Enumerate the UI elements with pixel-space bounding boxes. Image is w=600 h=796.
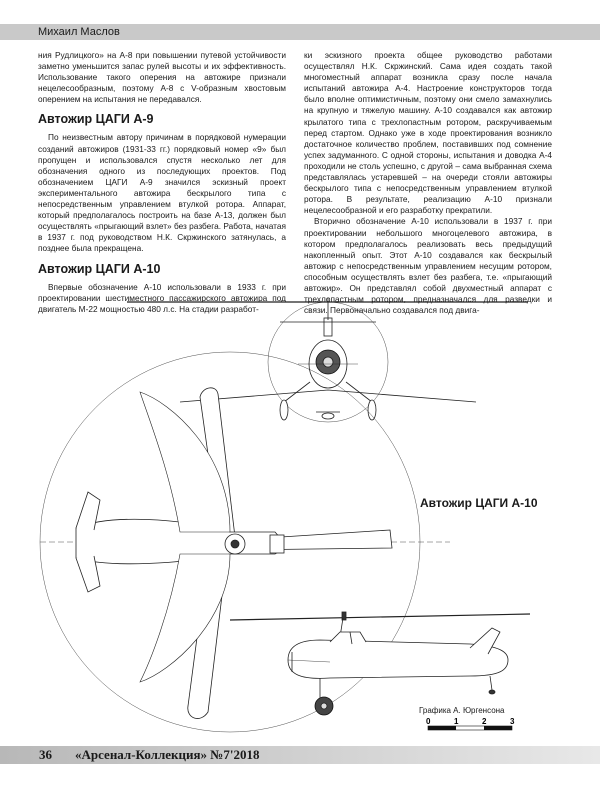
header-bar [0,24,600,40]
scale-label-0: 0 [426,717,431,726]
footer-bar [0,746,600,764]
scale-bar: 0 1 2 3 [426,717,515,731]
side-view [229,611,531,716]
author-name: Михаил Маслов [38,26,120,38]
front-view [127,298,528,423]
autogyro-technical-drawing [39,298,531,733]
magazine-title: «Арсенал-Коллекция» №7'2018 [75,747,260,762]
top-view [39,351,450,733]
paragraph: ки эскизного проекта общее руководство р… [304,50,552,216]
section-heading-a9: Автожир ЦАГИ А-9 [38,112,154,127]
scale-label-3: 3 [510,717,515,726]
graphics-credit: Графика А. Юргенсона [419,706,505,715]
paragraph: Вторично обозначение А-10 использовали в… [304,216,552,316]
paragraph: Впервые обозначение А-10 использовали в … [38,281,286,314]
paragraph: ния Рудлицкого» на А-8 при повышении пут… [38,50,286,105]
figure-caption: Автожир ЦАГИ А-10 [420,496,538,510]
scale-label-2: 2 [482,717,487,726]
page-number: 36 [39,747,52,762]
section-heading-a10: Автожир ЦАГИ А-10 [38,261,161,276]
paragraph: По неизвестным автору причинам в порядко… [38,132,286,254]
right-column: ки эскизного проекта общее руководство р… [304,50,552,316]
left-column: ния Рудлицкого» на А-8 при повышении пут… [38,50,286,315]
scale-label-1: 1 [454,717,459,726]
